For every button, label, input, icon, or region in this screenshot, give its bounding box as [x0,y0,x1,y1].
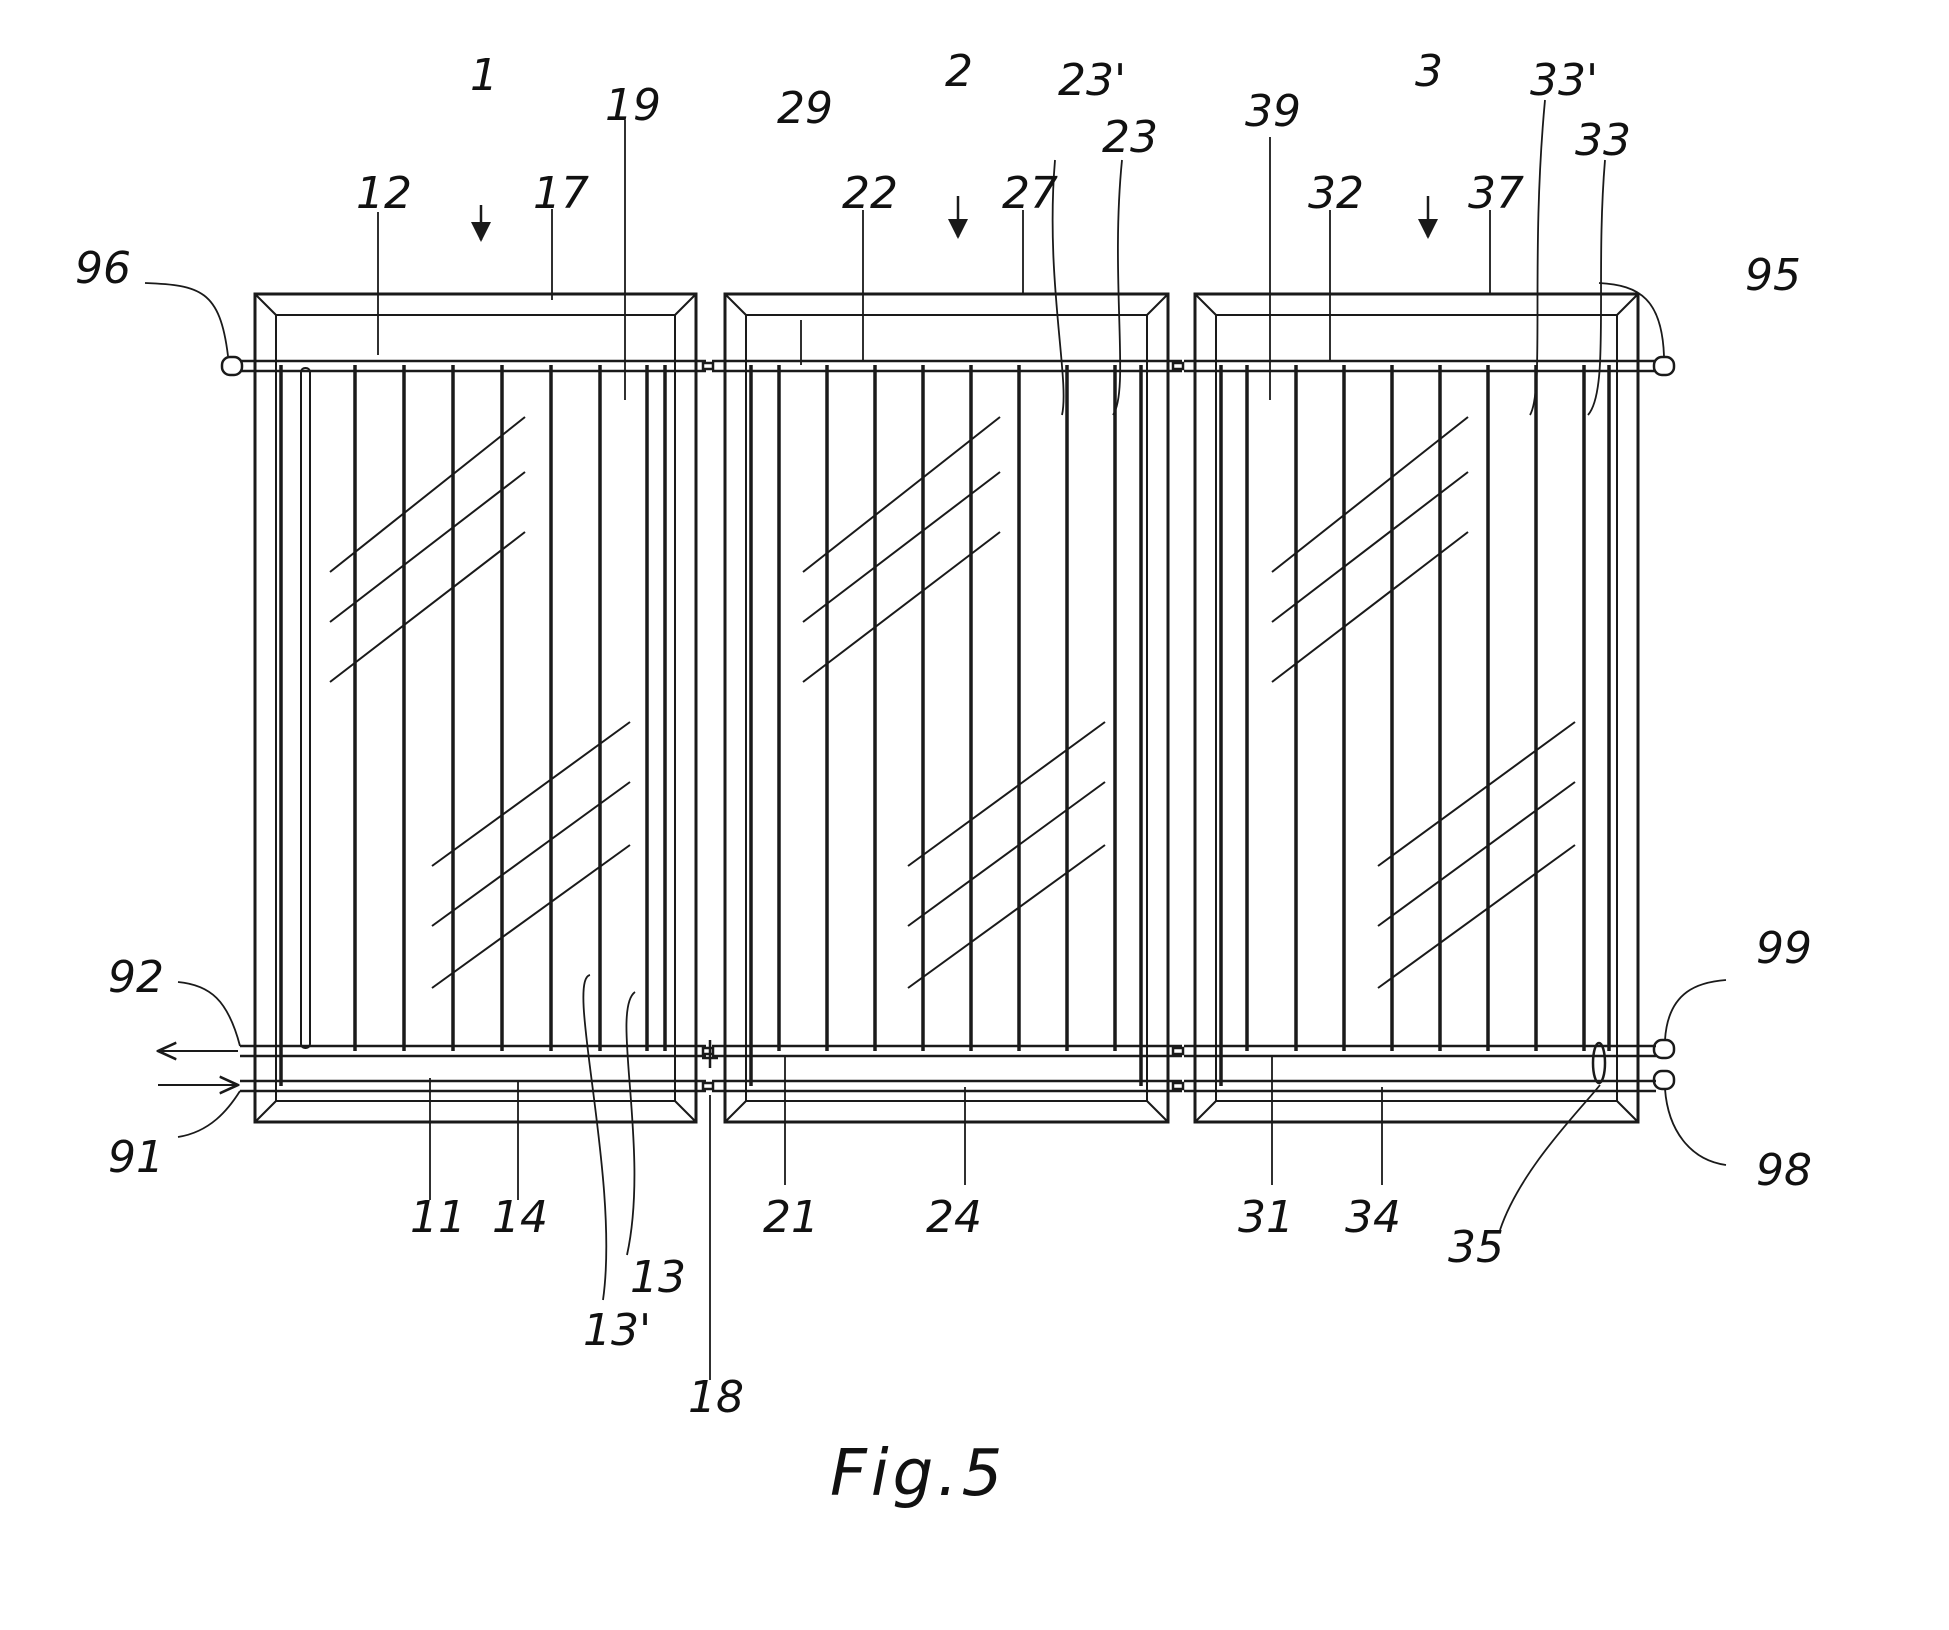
label-33: 33 [1575,115,1631,166]
label-91: 91 [108,1132,164,1183]
panel-2-outer-frame [725,294,1168,1122]
label-37: 37 [1468,168,1524,219]
panel-3-bottom-header-pipes [1184,1046,1656,1091]
panel-pointer-arrows [481,196,1428,240]
panel-1-bottom-header-pipes [240,1046,706,1091]
label-95: 95 [1745,250,1801,301]
label-23-prime: 23' [1058,55,1126,106]
figure-caption: Fig.5 [830,1437,1006,1511]
panel-2-riser-tubes [751,365,1141,1086]
label-17: 17 [533,168,589,219]
panel-3-frame-bevels [1195,294,1638,1122]
label-99: 99 [1756,923,1812,974]
label-32: 32 [1308,168,1364,219]
panel-3-riser-tubes [1221,365,1609,1086]
label-98: 98 [1756,1145,1812,1196]
panel-3-glass-hatching [1272,417,1575,988]
label-2: 2 [945,46,973,97]
label-12: 12 [356,168,412,219]
label-22: 22 [842,168,898,219]
collector-panel-1 [240,294,706,1122]
reference-numerals: 1 2 3 12 17 19 11 14 13 13' 29 22 27 23'… [75,46,1812,1423]
label-14: 14 [492,1192,548,1243]
panel-2-top-header-pipe [712,361,1182,371]
label-31: 31 [1238,1192,1294,1243]
label-18: 18 [688,1372,744,1423]
label-1: 1 [470,50,498,101]
label-34: 34 [1345,1192,1401,1243]
label-96: 96 [75,243,131,294]
label-13: 13 [630,1252,686,1303]
collector-panel-2 [712,294,1182,1122]
label-23: 23 [1102,112,1158,163]
panel-3-inner-frame [1216,315,1617,1101]
collector-panel-3 [1184,294,1656,1122]
panel-1-inner-frame [276,315,675,1101]
panel-1-sensor-tube [301,368,310,1048]
label-92: 92 [108,952,164,1003]
label-24: 24 [926,1192,982,1243]
label-3: 3 [1415,46,1443,97]
panel-2-glass-hatching [803,417,1105,988]
label-27: 27 [1002,168,1058,219]
label-19: 19 [605,80,661,131]
label-21: 21 [763,1192,819,1243]
label-11: 11 [410,1192,466,1243]
label-33-prime: 33' [1530,55,1598,106]
panel-3-sensor-35 [1593,1043,1605,1083]
panel-1-glass-hatching [330,417,630,988]
panel-2-frame-bevels [725,294,1168,1122]
panel-2-inner-frame [746,315,1147,1101]
pipe-end-caps [222,357,1674,1089]
label-29: 29 [777,83,833,134]
label-39: 39 [1245,86,1301,137]
panel-2-bottom-header-pipes [712,1046,1182,1091]
flow-arrows [158,1051,238,1085]
panel-3-outer-frame [1195,294,1638,1122]
panel-1-riser-tubes [281,365,665,1086]
label-35: 35 [1448,1222,1504,1273]
label-13-prime: 13' [583,1305,651,1356]
